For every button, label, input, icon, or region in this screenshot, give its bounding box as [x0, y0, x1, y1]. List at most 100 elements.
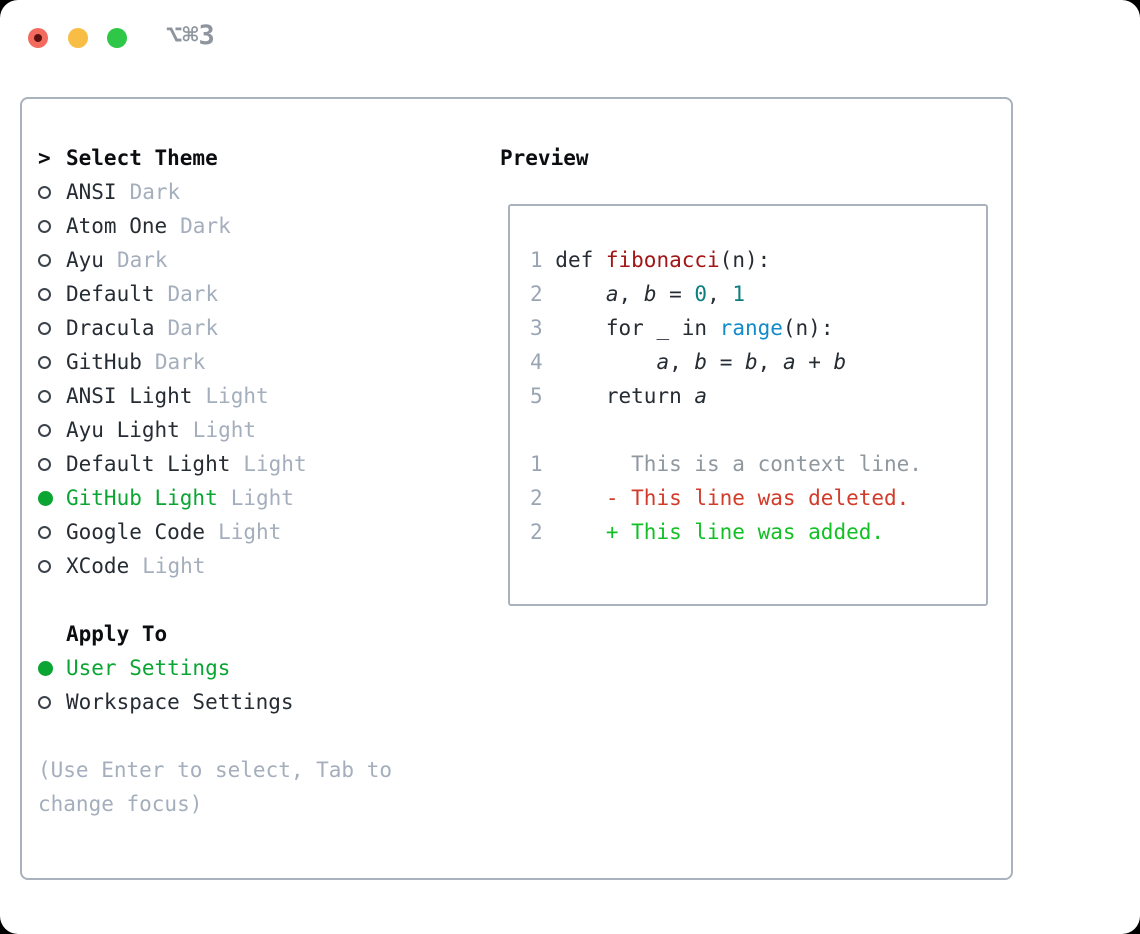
- radio-circle: [38, 457, 51, 471]
- radio-circle: [38, 321, 51, 335]
- radio-circle: [38, 490, 53, 506]
- theme-name: Default Light: [66, 452, 231, 476]
- radio-circle: [38, 355, 51, 369]
- close-dot-icon: [34, 34, 42, 42]
- spacer: [38, 719, 392, 753]
- theme-option[interactable]: Ayu Light Light: [38, 413, 392, 447]
- theme-variant-tag: Light: [142, 554, 206, 578]
- select-theme-title: Select Theme: [66, 146, 218, 170]
- spacer: [38, 583, 392, 617]
- theme-variant-tag: Light: [218, 520, 282, 544]
- radio-circle: [38, 389, 51, 403]
- radio-icon: [38, 253, 66, 267]
- maximize-button[interactable]: [107, 28, 127, 48]
- theme-name: Default: [66, 282, 155, 306]
- code-segment: [555, 520, 606, 544]
- code-segment: b: [833, 350, 847, 374]
- code-segment: [555, 282, 606, 306]
- radio-icon: [38, 355, 66, 369]
- theme-option[interactable]: XCode Light: [38, 549, 392, 583]
- radio-icon: [38, 423, 66, 437]
- code-segment: =: [707, 350, 745, 374]
- code-segment: This is a context line.: [555, 452, 922, 476]
- radio-circle: [38, 559, 51, 573]
- radio-circle: [38, 525, 51, 539]
- radio-icon: [38, 185, 66, 199]
- theme-name: Ayu: [66, 248, 104, 272]
- code-segment: for _ in: [555, 316, 720, 340]
- line-number: 2: [530, 486, 556, 510]
- theme-variant-tag: Dark: [154, 350, 206, 374]
- code-line: 1 def fibonacci(n):: [530, 243, 986, 277]
- theme-variant-tag: Light: [205, 384, 269, 408]
- radio-icon: [38, 457, 66, 471]
- line-number: 1: [530, 248, 556, 272]
- apply-to-name: User Settings: [66, 656, 231, 680]
- radio-icon: [38, 389, 66, 403]
- code-segment: 1: [732, 282, 746, 306]
- radio-icon: [38, 525, 66, 539]
- code-segment: a: [694, 384, 708, 408]
- radio-circle: [38, 695, 51, 709]
- code-segment: - This line was deleted.: [605, 486, 910, 510]
- cursor-icon: >: [38, 146, 51, 170]
- line-number: 1: [530, 452, 556, 476]
- code-segment: +: [795, 350, 834, 374]
- hint-line: change focus): [38, 792, 203, 816]
- apply-to-title: Apply To: [66, 622, 168, 646]
- theme-option[interactable]: Default Light Light: [38, 447, 392, 481]
- apply-to-option[interactable]: Workspace Settings: [38, 685, 392, 719]
- theme-name: Dracula: [66, 316, 155, 340]
- code-segment: + This line was added.: [605, 520, 885, 544]
- apply-to-name: Workspace Settings: [66, 690, 294, 714]
- theme-name: Atom One: [66, 214, 168, 238]
- close-button[interactable]: [28, 28, 48, 48]
- code-segment: [555, 350, 656, 374]
- code-segment: ,: [618, 282, 644, 306]
- code-line: 2 + This line was added.: [530, 515, 986, 549]
- select-theme-header: > Select Theme: [38, 141, 392, 175]
- radio-icon: [38, 321, 66, 335]
- radio-circle: [38, 185, 51, 199]
- code-segment: range: [719, 316, 783, 340]
- apply-to-header: Apply To: [38, 617, 392, 651]
- theme-name: Google Code: [66, 520, 206, 544]
- theme-variant-tag: Dark: [116, 248, 168, 272]
- theme-option[interactable]: Ayu Dark: [38, 243, 392, 277]
- code-line: 2 - This line was deleted.: [530, 481, 986, 515]
- code-segment: fibonacci: [605, 248, 720, 272]
- theme-name: Ayu Light: [66, 418, 180, 442]
- code-segment: b: [694, 350, 708, 374]
- radio-icon: [38, 287, 66, 301]
- code-line: 2 a, b = 0, 1: [530, 277, 986, 311]
- apply-to-option[interactable]: User Settings: [38, 651, 392, 685]
- radio-icon: [38, 695, 66, 709]
- minimize-button[interactable]: [68, 28, 88, 48]
- theme-option[interactable]: ANSI Light Light: [38, 379, 392, 413]
- theme-variant-tag: Light: [192, 418, 257, 442]
- theme-name: ANSI: [66, 180, 117, 204]
- code-segment: 0: [694, 282, 708, 306]
- theme-name: ANSI Light: [66, 384, 193, 408]
- theme-name: XCode: [66, 554, 130, 578]
- code-segment: b: [643, 282, 657, 306]
- theme-option[interactable]: Google Code Light: [38, 515, 392, 549]
- code-segment: b: [745, 350, 758, 374]
- theme-variant-tag: Light: [243, 452, 307, 476]
- radio-circle: [38, 287, 51, 301]
- theme-name: GitHub Light: [66, 486, 218, 510]
